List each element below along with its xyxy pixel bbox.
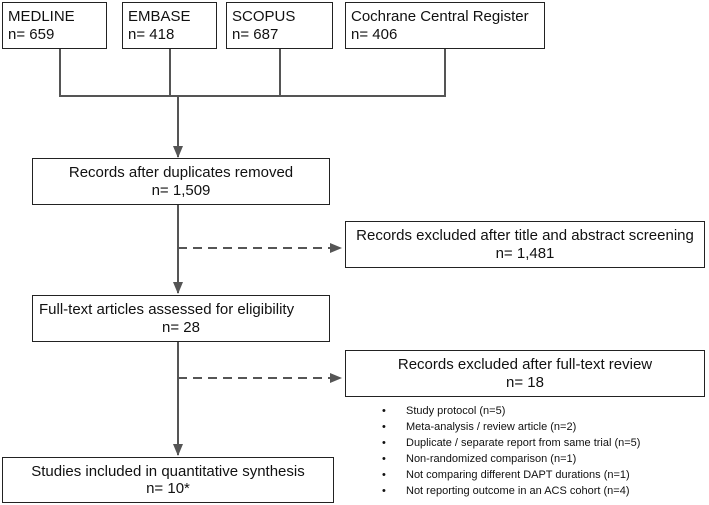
excluded-fulltext-label: Records excluded after full-text review: [397, 356, 653, 374]
excluded-fulltext-count: n= 18: [506, 373, 544, 391]
after-duplicates-count: n= 1,509: [151, 181, 211, 199]
source-count: n= 418: [128, 25, 175, 43]
source-count: n= 687: [232, 25, 279, 43]
source-name: SCOPUS: [232, 8, 296, 26]
source-box-cochrane: Cochrane Central Register n= 406: [345, 2, 545, 49]
source-name: MEDLINE: [8, 8, 75, 26]
exclusion-reasons-list: Study protocol (n=5) Meta-analysis / rev…: [378, 403, 640, 499]
source-count: n= 659: [8, 25, 55, 43]
included-box: Studies included in quantitative synthes…: [2, 457, 334, 503]
excluded-screening-count: n= 1,481: [495, 244, 555, 262]
excluded-screening-label: Records excluded after title and abstrac…: [356, 227, 694, 245]
source-count: n= 406: [351, 25, 398, 43]
included-label: Studies included in quantitative synthes…: [31, 462, 305, 480]
excluded-screening-box: Records excluded after title and abstrac…: [345, 221, 705, 268]
exclusion-reason: Non-randomized comparison (n=1): [378, 451, 640, 467]
fulltext-assessed-count: n= 28: [162, 318, 200, 336]
exclusion-reason: Not comparing different DAPT durations (…: [378, 467, 640, 483]
exclusion-reason: Study protocol (n=5): [378, 403, 640, 419]
source-name: Cochrane Central Register: [351, 8, 529, 26]
source-box-embase: EMBASE n= 418: [122, 2, 217, 49]
exclusion-reason: Duplicate / separate report from same tr…: [378, 435, 640, 451]
source-name: EMBASE: [128, 8, 191, 26]
after-duplicates-label: Records after duplicates removed: [68, 164, 294, 182]
exclusion-reason: Meta-analysis / review article (n=2): [378, 419, 640, 435]
fulltext-assessed-box: Full-text articles assessed for eligibil…: [32, 295, 330, 342]
fulltext-assessed-label: Full-text articles assessed for eligibil…: [39, 301, 295, 319]
included-count: n= 10*: [146, 480, 190, 497]
excluded-fulltext-box: Records excluded after full-text review …: [345, 350, 705, 397]
after-duplicates-box: Records after duplicates removed n= 1,50…: [32, 158, 330, 205]
source-box-scopus: SCOPUS n= 687: [226, 2, 333, 49]
exclusion-reason: Not reporting outcome in an ACS cohort (…: [378, 483, 640, 499]
source-box-medline: MEDLINE n= 659: [2, 2, 107, 49]
